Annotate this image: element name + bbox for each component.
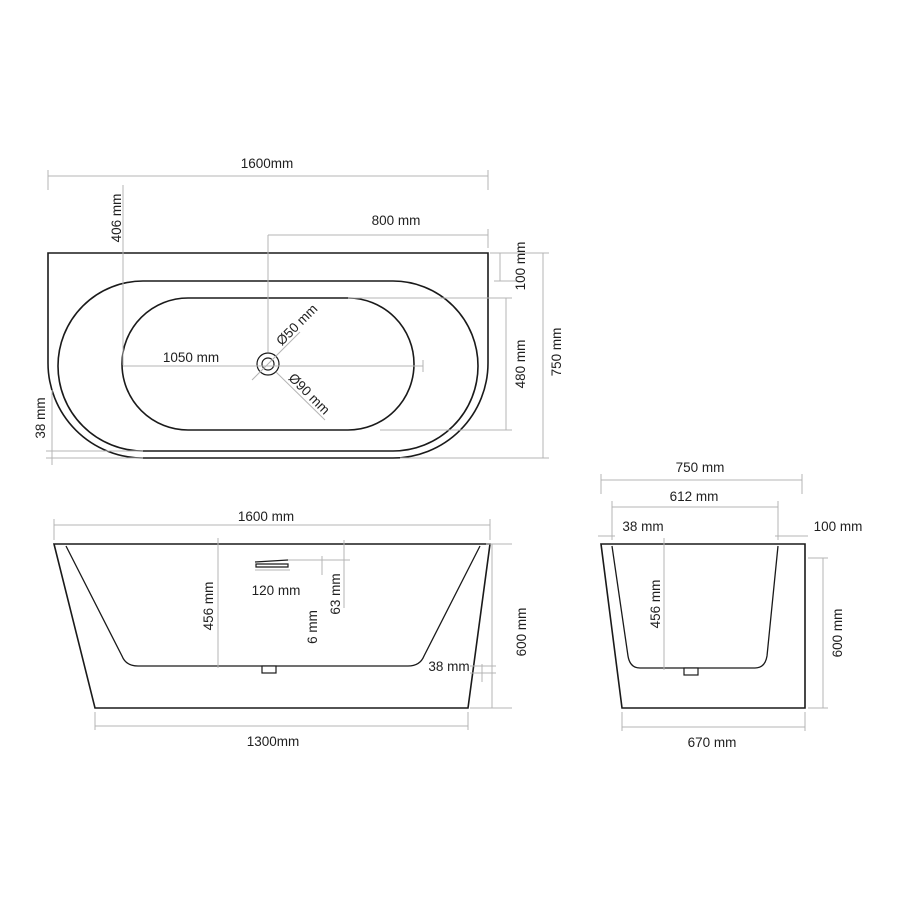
side-view-basin-outline bbox=[611, 545, 779, 669]
label-top-inner-waste: Ø90 mm bbox=[286, 370, 333, 417]
label-front-overflow-offset: 6 mm bbox=[305, 610, 320, 644]
label-side-rim-back: 100 mm bbox=[814, 519, 863, 534]
label-top-outer-waste: Ø50 mm bbox=[273, 301, 320, 348]
top-view-rim-outline bbox=[57, 280, 479, 452]
top-view: 1600mm 800 mm 406 mm 1050 mm Ø50 mm Ø90 … bbox=[33, 156, 564, 465]
label-top-overall-width: 750 mm bbox=[549, 328, 564, 377]
top-view-basin-outline bbox=[121, 297, 415, 431]
label-front-top-length: 1600 mm bbox=[238, 509, 294, 524]
side-view: 750 mm 612 mm 38 mm 100 mm 456 mm 600 mm… bbox=[598, 460, 862, 750]
label-top-inner-length: 1050 mm bbox=[163, 350, 219, 365]
front-waste-icon bbox=[261, 665, 277, 674]
label-front-base-thickness: 38 mm bbox=[428, 659, 469, 674]
label-top-inner-width: 480 mm bbox=[513, 340, 528, 389]
label-top-inner-offset: 406 mm bbox=[109, 194, 124, 243]
label-front-inner-depth: 456 mm bbox=[201, 582, 216, 631]
label-top-rim-back: 100 mm bbox=[513, 242, 528, 291]
top-view-outer-outline bbox=[47, 252, 489, 459]
label-side-overall-width: 750 mm bbox=[676, 460, 725, 475]
dim-line-diagonal-2 bbox=[275, 371, 326, 421]
label-top-half-length: 800 mm bbox=[372, 213, 421, 228]
label-side-rim-front: 38 mm bbox=[622, 519, 663, 534]
overflow-icon bbox=[254, 559, 289, 568]
side-waste-icon bbox=[683, 667, 699, 676]
side-view-outer-outline bbox=[600, 543, 806, 709]
label-side-base-width: 670 mm bbox=[688, 735, 737, 750]
label-top-rim-front: 38 mm bbox=[33, 397, 48, 438]
label-side-inner-width: 612 mm bbox=[670, 489, 719, 504]
label-side-overall-height: 600 mm bbox=[830, 609, 845, 658]
label-front-overflow-width: 120 mm bbox=[252, 583, 301, 598]
front-view: 1600 mm 456 mm 120 mm 6 mm 63 mm 38 mm 6… bbox=[52, 509, 529, 749]
dim-line-diagonal bbox=[251, 331, 301, 381]
label-front-base-length: 1300mm bbox=[247, 734, 300, 749]
front-view-outer-outline bbox=[52, 543, 491, 709]
label-front-overall-height: 600 mm bbox=[514, 608, 529, 657]
label-side-inner-depth: 456 mm bbox=[648, 580, 663, 629]
label-top-overall-length: 1600mm bbox=[241, 156, 294, 171]
label-front-overflow-height: 63 mm bbox=[328, 573, 343, 614]
